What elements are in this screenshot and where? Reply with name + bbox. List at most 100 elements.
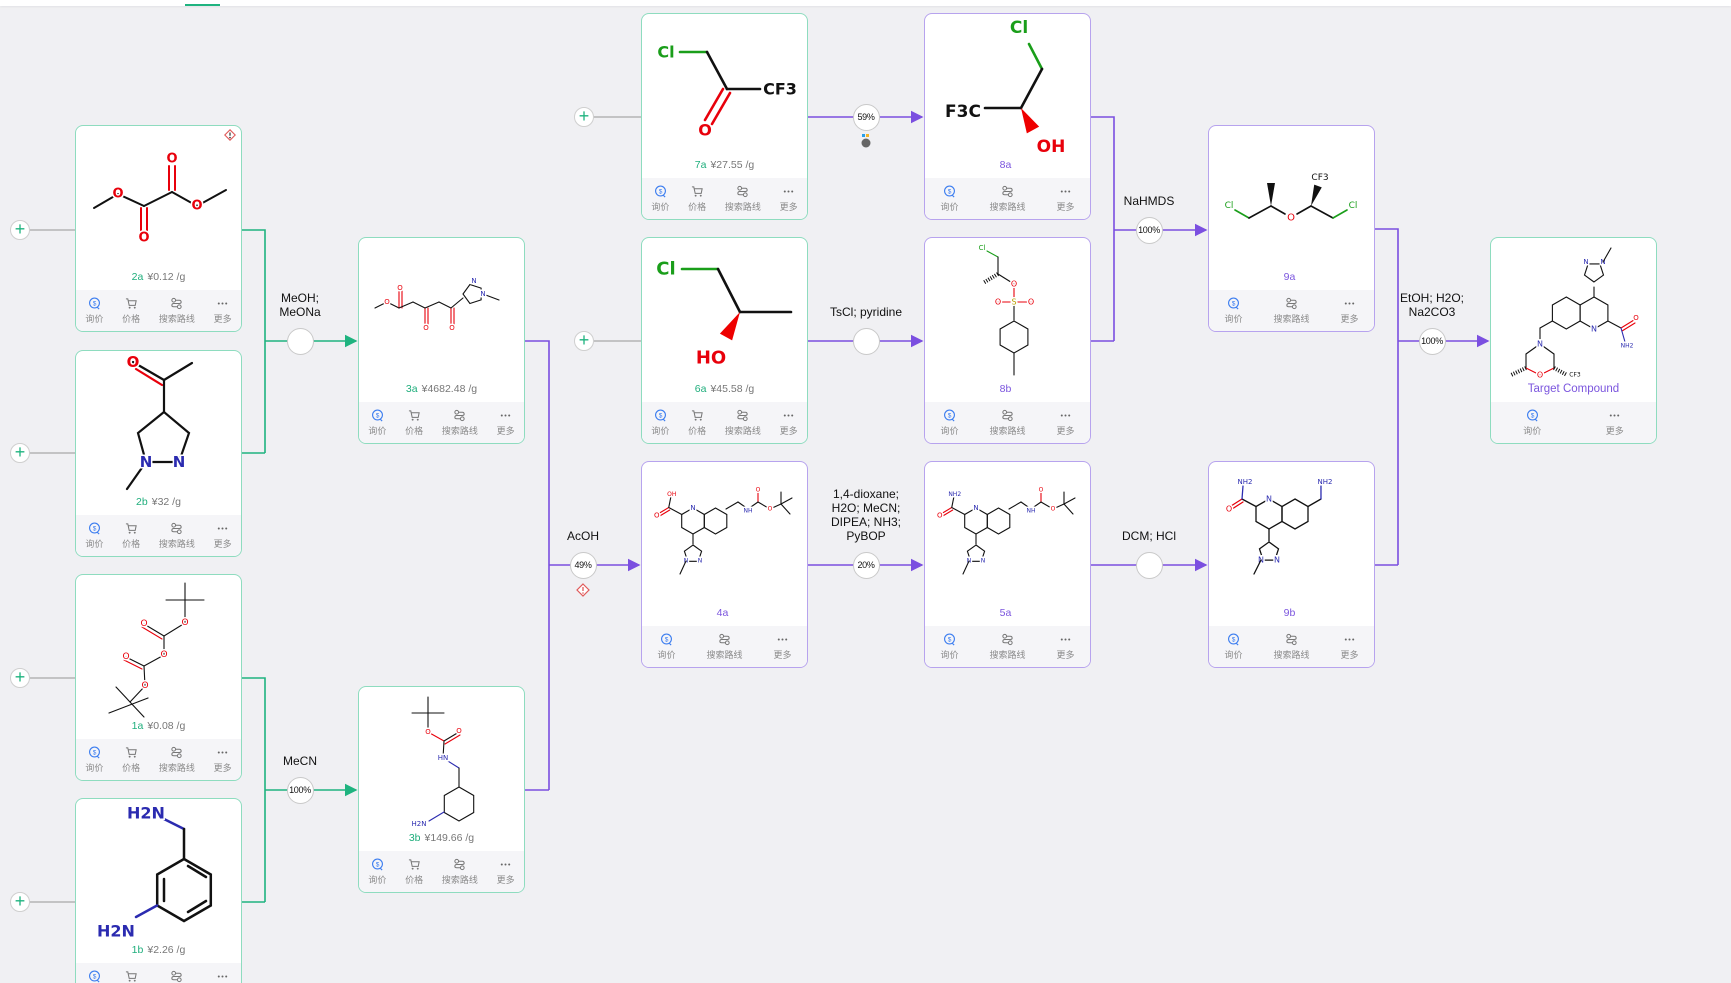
step-yield-badge[interactable]: 20% [852,551,880,579]
price-button[interactable]: 价格 [122,746,140,774]
add-precursor-button[interactable]: + [574,331,594,351]
inquiry-button[interactable]: $询价 [1224,297,1243,325]
inquiry-button[interactable]: $询价 [85,746,103,774]
compound-id[interactable]: 8a [999,159,1012,171]
more-button[interactable]: 更多 [1340,633,1359,661]
more-button[interactable]: 更多 [1340,297,1359,325]
inquiry-button[interactable]: $询价 [940,185,959,213]
compound-id[interactable]: Target Compound [1527,383,1620,395]
more-button[interactable]: 更多 [773,633,792,661]
step-yield-badge[interactable]: 49% [569,551,597,579]
inquiry-button[interactable]: $询价 [651,185,669,213]
compound-id[interactable]: 2b [136,496,148,508]
inquiry-button[interactable]: $询价 [1224,633,1243,661]
compound-id[interactable]: 3b [408,832,421,844]
more-button[interactable]: 更多 [780,409,798,437]
route-button[interactable]: 搜索路线 [159,522,195,550]
route-button[interactable]: 搜索路线 [989,633,1026,661]
price-button[interactable]: 价格 [122,970,140,983]
more-button[interactable]: 更多 [214,297,232,325]
compound-id[interactable]: 9a [1283,271,1296,283]
compound-id[interactable]: 2a [131,271,144,283]
add-precursor-button[interactable]: + [574,107,594,127]
route-button[interactable]: 搜索路线 [1273,633,1310,661]
inquiry-button[interactable]: $询价 [368,858,386,886]
active-tab-indicator[interactable] [185,4,220,6]
more-button[interactable]: 更多 [1056,185,1075,213]
step-yield-badge[interactable]: 59% [852,103,880,131]
step-yield-badge[interactable] [1135,551,1163,579]
route-button[interactable]: 搜索路线 [725,409,761,437]
compound-id[interactable]: 6a [694,383,707,395]
compound-id[interactable]: 1a [131,720,144,732]
price-button[interactable]: 价格 [405,858,423,886]
inquiry-button[interactable]: $询价 [940,409,959,437]
add-precursor-button[interactable]: + [10,892,30,912]
more-button[interactable]: 更多 [497,409,515,437]
price-button[interactable]: 价格 [688,409,706,437]
route-button[interactable]: 搜索路线 [1273,297,1310,325]
price-button[interactable]: 价格 [688,185,706,213]
compound-id[interactable]: 7a [694,159,707,171]
more-button[interactable]: 更多 [780,185,798,213]
price-button[interactable]: 价格 [122,297,140,325]
hazard-warning-icon[interactable] [224,129,236,141]
add-precursor-button[interactable]: + [10,668,30,688]
more-button[interactable]: 更多 [1056,409,1075,437]
more-button[interactable]: 更多 [1606,409,1624,437]
route-button[interactable]: 搜索路线 [989,409,1026,437]
step-yield-badge[interactable]: 100% [1135,216,1163,244]
inquiry-button[interactable]: $询价 [368,409,386,437]
compound-id[interactable]: 8b [999,383,1012,395]
route-button[interactable]: 搜索路线 [725,185,761,213]
compound-id[interactable]: 3a [405,383,418,395]
more-button[interactable]: 更多 [497,858,515,886]
step-yield-badge[interactable] [852,327,880,355]
price-button[interactable]: 价格 [122,522,140,550]
compound-id[interactable]: 1b [131,944,144,956]
more-button[interactable]: 更多 [214,970,232,983]
inquiry-button[interactable]: $询价 [85,297,103,325]
inquiry-button[interactable]: $询价 [657,633,676,661]
more-button[interactable]: 更多 [214,746,232,774]
route-button[interactable]: 搜索路线 [442,409,478,437]
route-button[interactable]: 搜索路线 [159,297,195,325]
route-button[interactable]: 搜索路线 [989,185,1026,213]
more-button[interactable]: 更多 [1056,633,1075,661]
route-button[interactable]: 搜索路线 [706,633,743,661]
more-button[interactable]: 更多 [214,522,232,550]
compound-id[interactable]: 4a [716,607,729,619]
note-icon[interactable] [861,134,871,148]
inquiry-button[interactable]: $询价 [651,409,669,437]
inquiry-button[interactable]: $询价 [85,970,103,983]
step-yield-badge[interactable] [286,327,314,355]
inquiry-button[interactable]: $询价 [1523,409,1541,437]
inquiry-button[interactable]: $询价 [940,633,959,661]
compound-id[interactable]: 9b [1283,607,1296,619]
price-button[interactable]: 价格 [405,409,423,437]
inquiry-button[interactable]: $询价 [85,522,103,550]
route-button[interactable]: 搜索路线 [159,746,195,774]
add-precursor-button[interactable]: + [10,443,30,463]
step-yield-badge[interactable]: 100% [1418,327,1446,355]
route-button[interactable]: 搜索路线 [159,970,195,983]
warning-icon[interactable] [576,583,590,597]
add-precursor-button[interactable]: + [10,220,30,240]
route-button[interactable]: 搜索路线 [442,858,478,886]
step-yield-badge[interactable]: 100% [286,776,314,804]
